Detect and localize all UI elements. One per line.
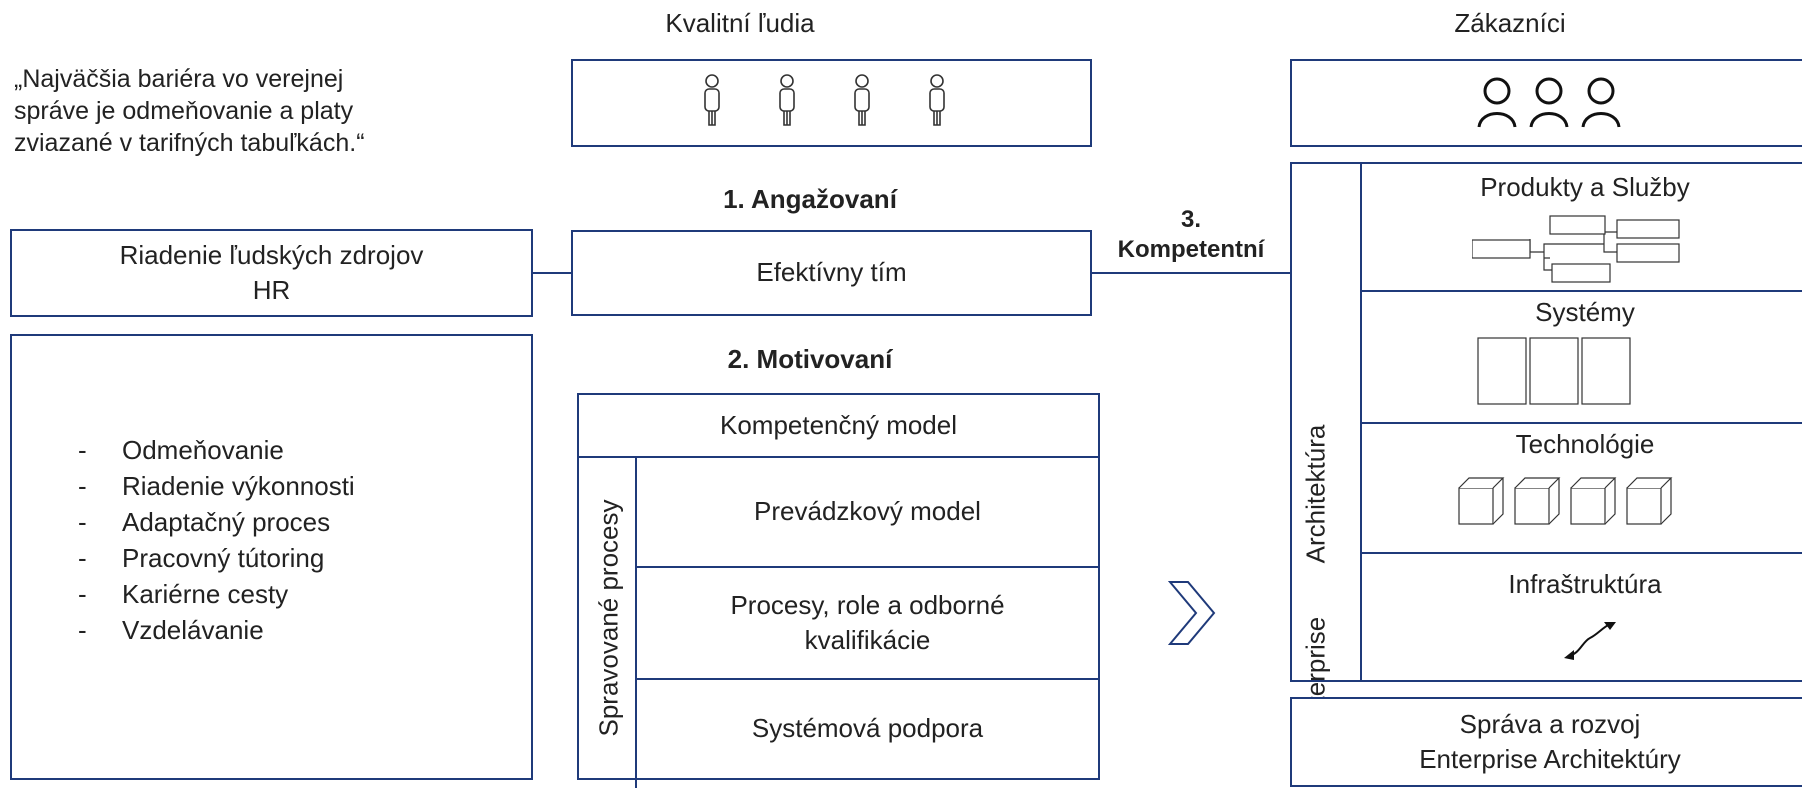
process-header-label: Kompetenčný model bbox=[719, 409, 958, 440]
quote-text: „Najväčšia bariéra vo verejnej správe je… bbox=[14, 65, 365, 157]
user-outline-icon bbox=[1529, 77, 1569, 128]
process-row-system-support: Systémová podpora bbox=[751, 713, 984, 744]
people-icons bbox=[703, 74, 945, 126]
competent-label: 3. Kompetentní bbox=[1096, 203, 1286, 267]
layer-products: Produkty a Služby bbox=[1362, 164, 1802, 292]
competent-number: 3. bbox=[1180, 206, 1201, 233]
team-box: Efektívny tím bbox=[571, 230, 1092, 316]
hr-title: Riadenie ľudských zdrojov bbox=[119, 239, 424, 270]
layer-systems: Systémy bbox=[1362, 292, 1802, 424]
architecture-side-divider bbox=[1360, 164, 1362, 680]
technology-cubes-icon bbox=[1458, 477, 1673, 525]
systems-icon bbox=[1477, 337, 1631, 405]
layer-infrastructure-label: Infraštruktúra bbox=[1508, 569, 1662, 600]
list-item: -Riadenie výkonnosti bbox=[78, 471, 355, 501]
person-icon bbox=[703, 74, 720, 126]
governance-line1: Správa a rozvoj bbox=[1459, 708, 1641, 739]
process-row-operating-model: Prevádzkový model bbox=[637, 458, 1098, 568]
hr-list: -Odmeňovanie -Riadenie výkonnosti -Adapt… bbox=[78, 432, 355, 648]
customers-title: Zákazníci bbox=[1454, 8, 1566, 39]
process-side-label: Spravované procesy bbox=[593, 499, 624, 737]
layer-systems-label: Systémy bbox=[1535, 297, 1635, 328]
hr-header-box: Riadenie ľudských zdrojov HR bbox=[10, 229, 533, 317]
people-title: Kvalitní ľudia bbox=[665, 8, 815, 39]
process-block: Kompetenčný model Spravované procesy Pre… bbox=[577, 393, 1100, 788]
product-diagram-icon bbox=[1472, 215, 1680, 283]
layer-products-label: Produkty a Služby bbox=[1480, 172, 1690, 203]
hr-team-connector bbox=[533, 272, 571, 274]
list-item: -Odmeňovanie bbox=[78, 435, 284, 465]
people-box bbox=[571, 59, 1092, 147]
architecture-label-architecture: Architektúra bbox=[1300, 424, 1331, 564]
person-icon bbox=[853, 74, 870, 126]
architecture-block: Enterprise Architektúra Produkty a Služb… bbox=[1290, 162, 1802, 735]
customers-box bbox=[1290, 59, 1802, 147]
hr-subtitle: HR bbox=[252, 275, 291, 305]
infrastructure-arrow-icon bbox=[1564, 622, 1616, 660]
user-outline-icon bbox=[1581, 77, 1621, 128]
process-header: Kompetenčný model bbox=[579, 395, 1098, 458]
list-item: -Adaptačný proces bbox=[78, 507, 331, 537]
governance-line2: Enterprise Architektúry bbox=[1419, 744, 1681, 774]
hr-list-box: -Odmeňovanie -Riadenie výkonnosti -Adapt… bbox=[10, 334, 533, 780]
user-outline-icon bbox=[1477, 77, 1517, 128]
layer-technologies-label: Technológie bbox=[1515, 429, 1655, 460]
engaged-label: 1. Angažovaní bbox=[723, 184, 897, 215]
list-item: -Pracovný tútoring bbox=[78, 543, 325, 573]
process-row-roles: Procesy, role a odborné kvalifikácie bbox=[637, 568, 1098, 680]
governance-box: Správa a rozvoj Enterprise Architektúry bbox=[1290, 697, 1802, 787]
process-side-divider bbox=[635, 458, 637, 788]
competent-text: Kompetentní bbox=[1117, 236, 1265, 263]
chevron-right-icon bbox=[1168, 581, 1216, 645]
layer-infrastructure: Infraštruktúra bbox=[1362, 554, 1802, 680]
list-item: -Vzdelávanie bbox=[78, 615, 264, 645]
motivated-label: 2. Motivovaní bbox=[727, 344, 893, 375]
customers-icons bbox=[1477, 77, 1621, 128]
person-icon bbox=[928, 74, 945, 126]
team-label: Efektívny tím bbox=[756, 257, 907, 288]
list-item: -Kariérne cesty bbox=[78, 579, 289, 609]
team-arch-connector bbox=[1092, 272, 1290, 274]
layer-technologies: Technológie bbox=[1362, 424, 1802, 554]
person-icon bbox=[778, 74, 795, 126]
